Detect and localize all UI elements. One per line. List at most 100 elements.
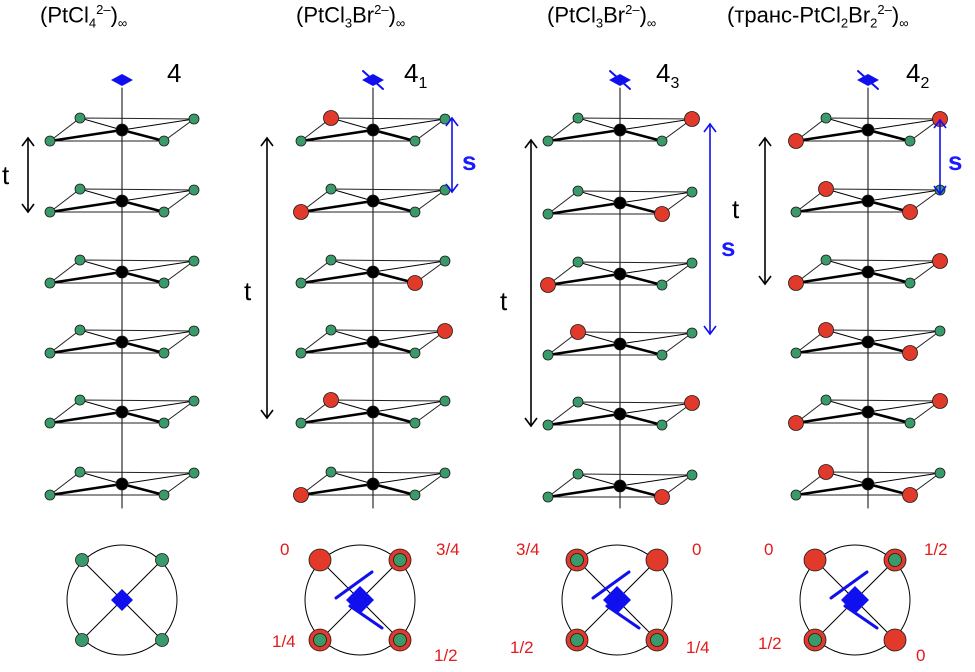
col2-layer4-bond-br [371, 340, 417, 355]
projection-col-3-ring [561, 544, 673, 656]
period-arrow-col-4-head-top [758, 136, 772, 147]
fraction-col-3-top-right: 0 [692, 540, 702, 559]
col1-layer6-platinum-atom [115, 477, 129, 491]
col3-layer2-chlorine-atom-bl [542, 208, 554, 220]
projection-col-1-chlorine-site-4 [155, 633, 169, 647]
col4-layer4-bromine-atom-br [902, 345, 918, 361]
col2-layer1-platinum-atom [366, 123, 380, 137]
col2-layer2-bond-fr [372, 189, 446, 202]
col1-layer5-bond-fr [121, 400, 195, 413]
col4-layer5-bond-fl [825, 399, 869, 413]
col3-layer6-platinum-atom [613, 479, 627, 493]
projection-col-4-bromine-site-4 [883, 628, 907, 652]
col1-layer2-bond-bl [48, 199, 124, 214]
col4-layer1-bond-fl [825, 117, 869, 131]
projection-col-4-chlorine-site-3 [808, 633, 822, 647]
col1-layer4-chlorine-atom-br [158, 347, 170, 359]
period-t-col-3: t [500, 286, 508, 316]
col3-layer4-bond-bl [546, 342, 622, 357]
fourfold-axis-icon-col-4-screw-tail [857, 70, 879, 90]
projection-col-1-chlorine-site-1 [75, 553, 89, 567]
col1-layer6-bond-bl [48, 482, 124, 497]
col4-layer6-bond-bl [794, 482, 870, 497]
col4-layer4-bond-bl [794, 340, 870, 355]
col1-layer5-chlorine-atom-fr [188, 395, 200, 407]
col4-layer3-bond-fl [825, 259, 869, 273]
projection-col-3-screw-blade-a [591, 570, 631, 600]
col2-layer5-bond-bl [299, 410, 375, 425]
col3-layer3-chlorine-atom-fr [686, 257, 698, 269]
col4-layer5-bromine-atom-fr [932, 393, 948, 409]
period-t-col-4: t [732, 194, 740, 224]
col1-layer3-platinum-atom [115, 265, 129, 279]
col2-layer1-bromine-atom-fl [323, 110, 339, 126]
symmetry-label-col-3: 43 [656, 58, 680, 93]
col3-layer2-bromine-atom-br [654, 206, 670, 222]
col1-layer3-chlorine-atom-br [158, 277, 170, 289]
col1-layer5-platinum-atom [115, 405, 129, 419]
col2-layer6-bond-br [371, 482, 417, 497]
col4-layer2-bond-fr [867, 189, 941, 202]
fraction-col-2-top-right: 3/4 [436, 540, 460, 559]
fraction-col-4-bottom-left: 1/2 [758, 634, 782, 653]
col3-layer4-chlorine-atom-fr [686, 327, 698, 339]
col2-layer6-bond-fl [330, 471, 374, 485]
col3-layer2-bond-bl [546, 201, 622, 216]
col1-layer3-bond-fr [121, 260, 195, 273]
col4-layer2-bromine-atom-br [902, 204, 918, 220]
col3-layer1-platinum-atom [613, 123, 627, 137]
projection-col-2-chlorine-site-2 [393, 553, 407, 567]
col1-layer3-bond-fl [79, 259, 123, 273]
fraction-col-2-bottom-right: 1/2 [434, 646, 458, 665]
projection-col-2-bromine-site-1 [308, 548, 332, 572]
col3-layer2-chlorine-atom-fr [686, 186, 698, 198]
col3-layer5-bond-fr [619, 402, 693, 415]
col3-layer5-bond-br [618, 412, 664, 427]
projection-col-3-chlorine-site-3 [570, 633, 584, 647]
col4-layer5-platinum-atom [861, 405, 875, 419]
title-col-4: (транс-PtCl2Br22–)∞ [727, 2, 909, 31]
projection-col-2-chlorine-site-3 [313, 633, 327, 647]
col2-layer1-chlorine-atom-fr [439, 113, 451, 125]
col3-layer6-bond-fl [577, 473, 621, 487]
col4-layer6-bond-fr [867, 472, 941, 485]
col2-layer3-bond-fl [330, 259, 374, 273]
col2-layer2-bond-br [371, 199, 417, 214]
col4-layer3-bond-fr [867, 260, 941, 273]
col2-layer3-bond-bl [299, 270, 375, 285]
period-t-col-2: t [244, 276, 252, 306]
projection-col-2-screw-blade-a [334, 570, 374, 600]
col3-layer6-chlorine-atom-fl [572, 468, 584, 480]
col4-layer5-chlorine-atom-fl [820, 394, 832, 406]
col2-layer5-bond-fr [372, 400, 446, 413]
col3-layer3-bond-fr [619, 262, 693, 275]
col3-layer4-bromine-atom-fl [570, 324, 586, 340]
col1-layer2-chlorine-atom-bl [44, 206, 56, 218]
col1-layer2-chlorine-atom-fr [188, 184, 200, 196]
col4-layer4-platinum-atom [861, 335, 875, 349]
fraction-col-3-top-left: 3/4 [516, 540, 540, 559]
col3-layer6-bromine-atom-br [654, 489, 670, 505]
col3-layer1-bond-fl [577, 117, 621, 131]
col2-layer4-bond-bl [299, 340, 375, 355]
col3-layer6-bond-bl [546, 484, 622, 499]
col3-layer5-chlorine-atom-bl [542, 419, 554, 431]
symmetry-label-col-1: 4 [167, 58, 182, 88]
col1-layer3-chlorine-atom-fl [74, 254, 86, 266]
period-arrow-col-1-head-top [21, 136, 35, 147]
col3-layer6-bond-fr [619, 474, 693, 487]
fraction-col-2-bottom-left: 1/4 [272, 632, 296, 651]
projection-col-4-ring [799, 544, 911, 656]
shift-arrow-col-4-head-top [933, 118, 947, 129]
col1-layer1-chlorine-atom-br [158, 135, 170, 147]
col1-layer6-chlorine-atom-fr [188, 467, 200, 479]
shift-arrow-col-3-head-top [703, 122, 717, 133]
col1-layer6-chlorine-atom-bl [44, 489, 56, 501]
col3-layer3-chlorine-atom-br [656, 279, 668, 291]
col1-layer5-chlorine-atom-br [158, 417, 170, 429]
fraction-col-4-top-right: 1/2 [924, 540, 948, 559]
col1-layer4-chlorine-atom-fr [188, 325, 200, 337]
col3-layer1-bond-br [618, 128, 664, 143]
col4-layer5-bond-bl [794, 410, 870, 425]
col2-layer2-bromine-atom-bl [293, 204, 309, 220]
